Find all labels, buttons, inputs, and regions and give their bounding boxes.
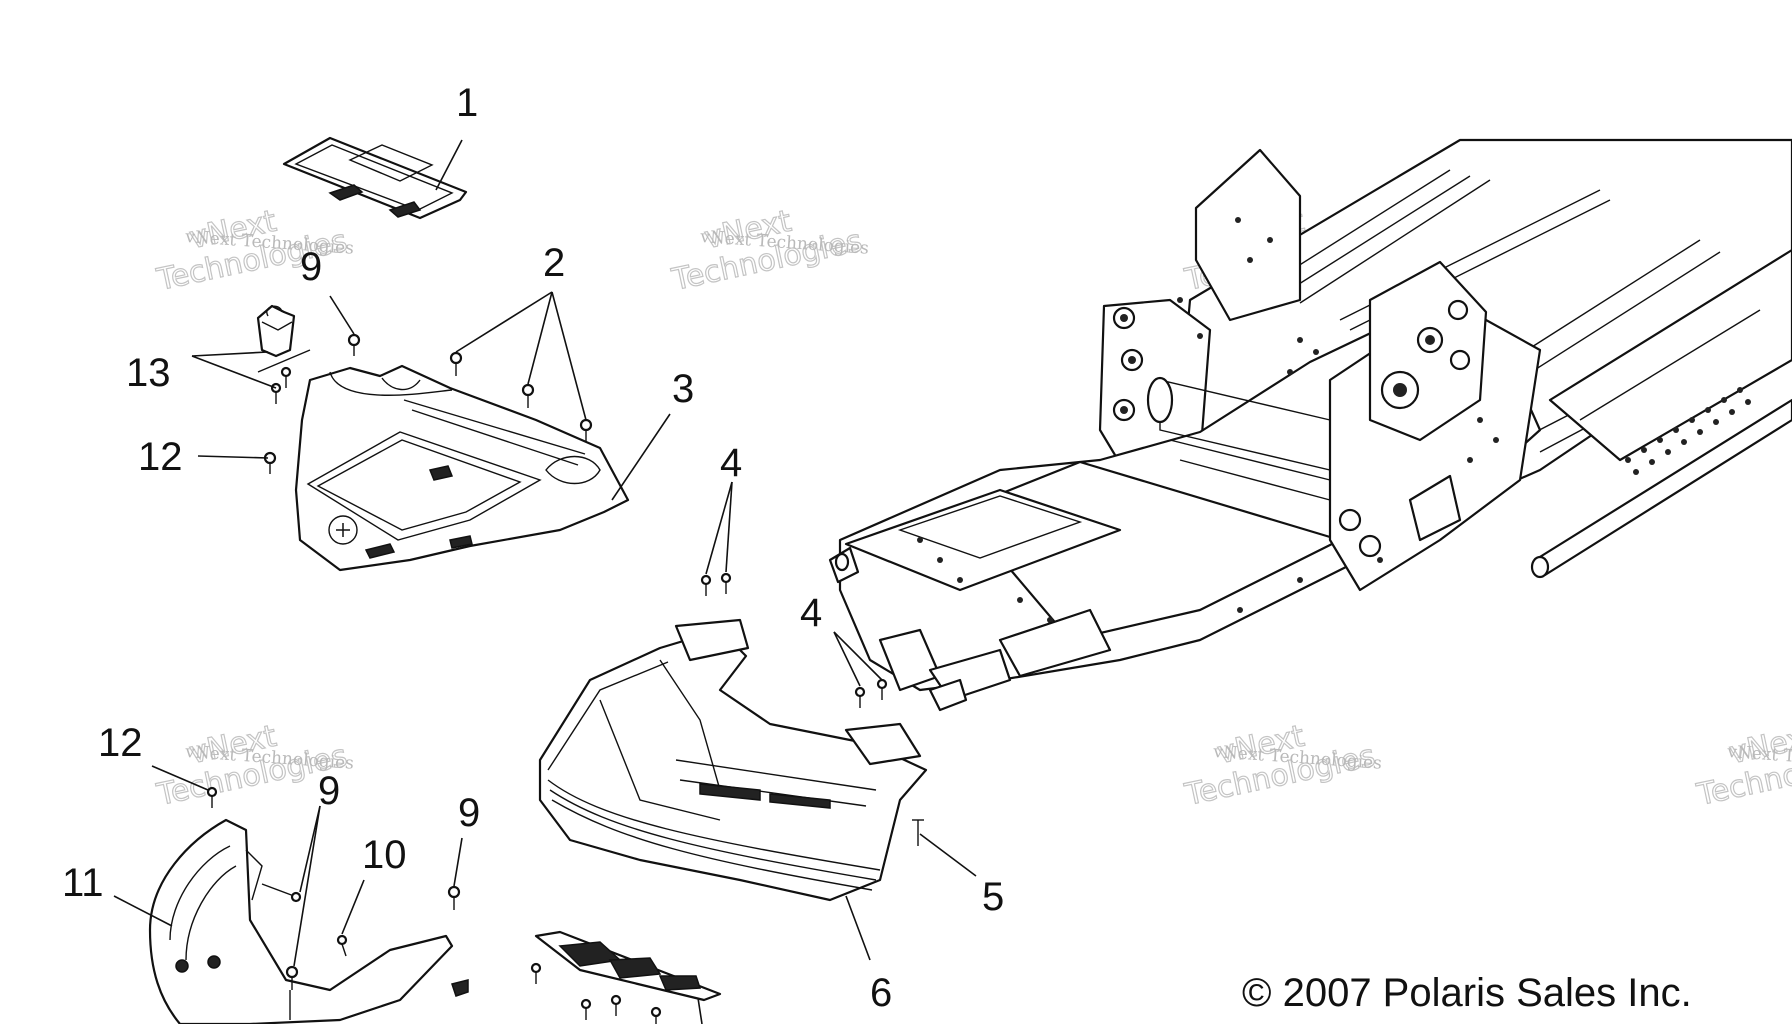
callout-12-bottom: 12 — [98, 721, 143, 765]
bolt-icon — [876, 678, 888, 700]
callout-5: 5 — [982, 875, 1004, 919]
callout-labels: 1 2 3 4 4 5 6 9 9 9 10 11 12 12 13 — [62, 81, 1004, 1015]
callout-9-top: 9 — [300, 245, 322, 289]
screw-icon — [580, 998, 592, 1020]
callout-9-middle: 9 — [318, 769, 340, 813]
leader-lines — [113, 139, 977, 1024]
callout-4-upper: 4 — [720, 441, 742, 485]
screw-icon — [206, 786, 218, 808]
screw-icon — [280, 366, 292, 388]
callout-9-right: 9 — [458, 791, 480, 835]
screw-icon — [912, 819, 924, 846]
callout-11: 11 — [62, 861, 104, 905]
fasteners-top-left — [263, 333, 593, 474]
screw-icon — [336, 934, 348, 957]
copyright-text: © 2007 Polaris Sales Inc. — [1242, 971, 1692, 1015]
callout-13: 13 — [126, 351, 171, 395]
callout-10: 10 — [362, 833, 407, 877]
screw-icon — [530, 962, 542, 984]
screw-icon — [610, 994, 622, 1016]
part-chassis-frame — [828, 138, 1792, 712]
callout-3: 3 — [672, 367, 694, 411]
part-13-clip — [256, 304, 311, 373]
screw-icon — [650, 1006, 662, 1024]
rivet-field — [917, 217, 1499, 643]
part-3-floor-tray — [294, 364, 630, 572]
callout-1: 1 — [456, 81, 478, 125]
part-skid-plate — [534, 930, 722, 1002]
part-11-front-bumper — [148, 818, 469, 1024]
rivet-row — [1625, 387, 1751, 475]
fasteners-misc — [206, 572, 924, 1024]
callout-4-lower: 4 — [800, 591, 822, 635]
screw-icon — [447, 885, 461, 910]
bolt-icon — [854, 686, 866, 708]
callout-2: 2 — [543, 241, 565, 285]
bolt-icon — [720, 572, 732, 594]
bolt-icon — [579, 418, 593, 442]
bolt-icon — [449, 351, 463, 376]
part-1-access-panel — [282, 136, 468, 220]
screw-icon — [261, 883, 302, 903]
callout-12-top: 12 — [138, 435, 183, 479]
part-6-nose-pan — [538, 618, 928, 902]
bolt-icon — [521, 383, 535, 408]
bolt-icon — [347, 333, 361, 356]
bolt-icon — [700, 574, 712, 596]
callout-6: 6 — [870, 971, 892, 1015]
screw-icon — [263, 451, 277, 474]
screw-icon — [285, 965, 299, 990]
